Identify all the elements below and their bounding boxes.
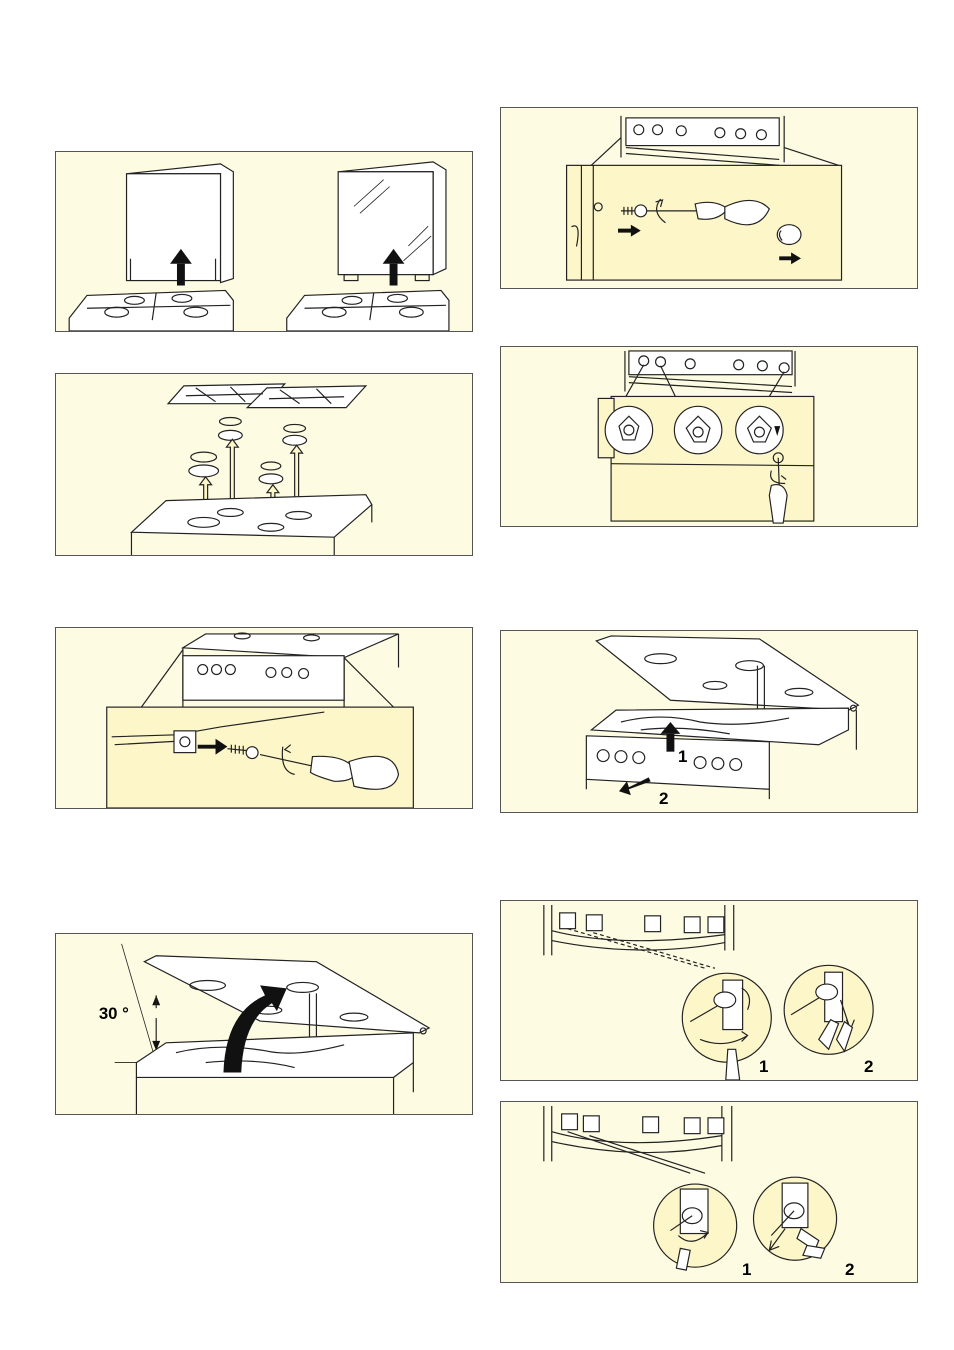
figure-knob-removal xyxy=(500,346,918,527)
figure-pan-supports-removal xyxy=(55,373,473,556)
step-1-label: 1 xyxy=(742,1261,751,1278)
step-2-label: 2 xyxy=(864,1058,873,1075)
step-2-label: 2 xyxy=(845,1261,854,1278)
knob-removal-illustration xyxy=(501,347,917,526)
step-2-label: 2 xyxy=(659,790,668,807)
figure-side-screw-removal xyxy=(55,627,473,809)
hob-lid-illustration xyxy=(56,152,472,331)
control-panel-screw-illustration xyxy=(501,108,917,288)
pan-supports-illustration xyxy=(56,374,472,555)
angle-label: 30 ° xyxy=(99,1004,129,1023)
figure-control-panel-screw xyxy=(500,107,918,289)
step-1-label: 1 xyxy=(678,748,687,765)
side-screw-illustration xyxy=(56,628,472,808)
step-1-label: 1 xyxy=(759,1058,768,1075)
taps-thermocouple-2-illustration xyxy=(501,1102,917,1282)
figure-control-panel-removal: 1 2 xyxy=(500,630,918,813)
control-panel-removal-illustration xyxy=(501,631,917,812)
figure-taps-thermocouple-1: 1 2 xyxy=(500,900,918,1081)
taps-thermocouple-1-illustration xyxy=(501,901,917,1080)
top-tilt-illustration: 30 ° xyxy=(56,934,472,1114)
figure-hob-lid-removal xyxy=(55,151,473,332)
figure-top-tilt: 30 ° xyxy=(55,933,473,1115)
figure-taps-thermocouple-2: 1 2 xyxy=(500,1101,918,1283)
